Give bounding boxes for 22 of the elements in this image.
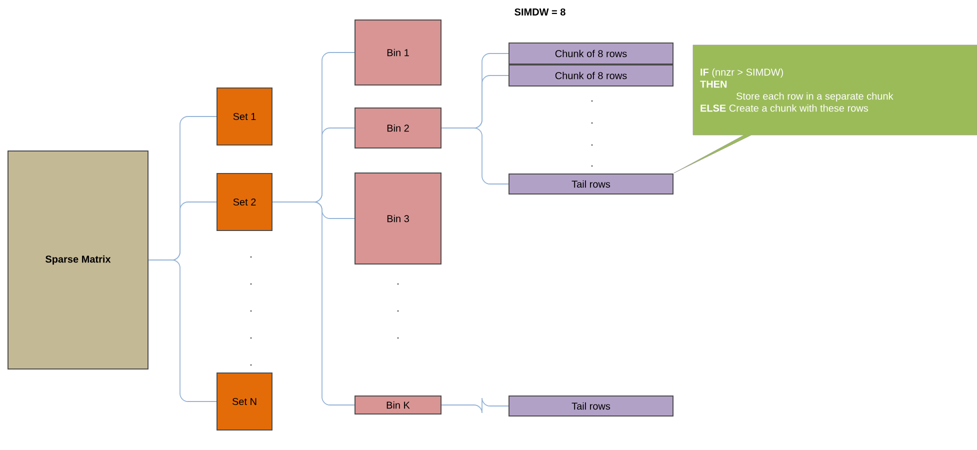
bin-box: Bin K: [354, 396, 442, 414]
ellipsis-dot: .: [250, 310, 252, 312]
chunk-bar: Chunk of 8 rows: [508, 42, 674, 64]
set-box: Set 2: [216, 173, 272, 231]
ellipsis-dot: .: [250, 256, 252, 258]
ellipsis-dot: .: [250, 283, 252, 285]
set-box: Set 1: [216, 88, 272, 146]
brace-line: [441, 398, 509, 414]
brace-line: [272, 202, 355, 406]
ellipsis-dot: .: [250, 337, 252, 339]
bin-box: Bin 2: [354, 108, 442, 148]
brace-line: [148, 260, 217, 402]
set-box: Set N: [216, 372, 272, 430]
tail-rows-bar: Tail rows: [508, 396, 674, 416]
brace-line: [441, 128, 509, 184]
chunk-bar: Chunk of 8 rows: [508, 64, 674, 86]
speech-bubble: IF (nnzr > SIMDW) THEN Store each row in a separate chunk ELSE Create a chunk with these rows: [674, 44, 977, 174]
tail-rows-bar: Tail rows: [508, 174, 674, 194]
parameter-label: SIMDW = 8: [514, 8, 566, 16]
bin-box: Bin 3: [354, 172, 442, 264]
matrix-box: Sparse Matrix: [8, 150, 148, 370]
bin-box: Bin 1: [354, 20, 442, 86]
